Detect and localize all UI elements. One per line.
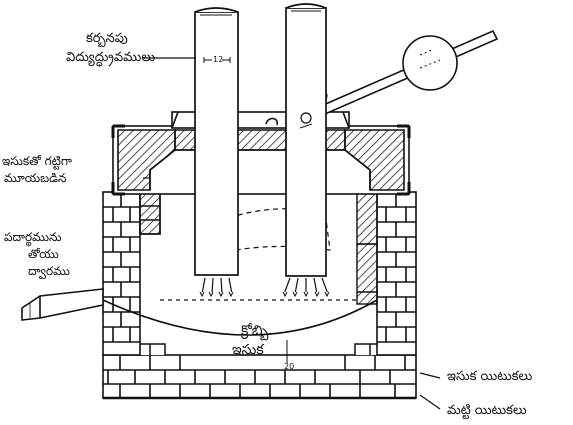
leader-lines [142, 57, 441, 410]
base-brickwork [102, 354, 417, 400]
furnace-roof [111, 111, 411, 196]
sand-hearth [102, 299, 378, 363]
carbon-electrode-left [194, 7, 239, 298]
label-sand: ఇసుక [232, 342, 264, 358]
label-hearth-top: క్రోబ్బి [241, 323, 269, 339]
label-charging-door-line1: పదార్థమును [4, 230, 62, 244]
label-sand-seal-line2: మూయబడిన [4, 171, 67, 185]
label-charging-door-line2: తోయు [28, 247, 59, 261]
refractory-lining [139, 191, 378, 305]
label-electrodes-line1: కర్బనపు [86, 31, 128, 46]
carbon-electrode-right [282, 3, 330, 298]
right-brick-wall [376, 191, 417, 356]
label-clay-bricks: మట్టి యిటుకలు [447, 403, 527, 418]
charging-door-spout [21, 288, 104, 321]
label-charging-door-line3: ద్వారము [28, 264, 70, 278]
dimension-12: 12 [213, 55, 224, 64]
electrode-holder-arm [265, 29, 499, 126]
label-sand-seal-line1: ఇసుకతో గట్టిగా [2, 154, 72, 168]
label-sand-bricks: ఇసుక యిటుకలు [447, 369, 533, 384]
dimension-20: 20 [284, 362, 295, 371]
label-electrodes-line2: విద్యుద్ధ్రువములు [66, 50, 156, 65]
